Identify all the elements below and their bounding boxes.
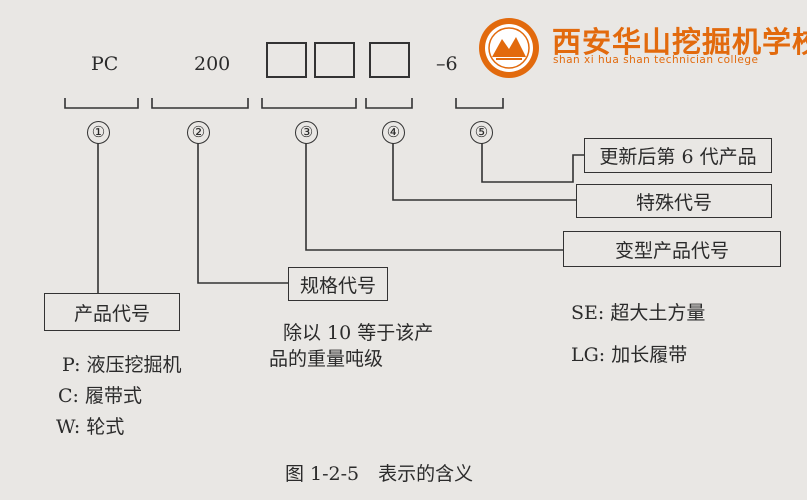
bracket-2 [151,98,249,109]
code-pc: PC [91,53,119,75]
box-variant-code: 变型产品代号 [563,231,781,267]
blank-box-3 [369,42,410,78]
school-emblem-icon [479,18,539,78]
figure-caption: 图 1-2-5 表示的含义 [285,463,474,485]
leader-4 [392,143,576,201]
product-note-c: C: 履带式 [58,385,142,407]
blank-box-2 [314,42,355,78]
leader-2 [197,143,288,284]
school-name: 西安华山挖掘机学校 [552,25,807,59]
blank-box-1 [266,42,307,78]
bracket-5 [455,98,504,109]
bracket-1 [64,98,139,109]
marker-2: ② [187,121,210,144]
code-suffix: –6 [436,53,458,75]
marker-1: ① [87,121,110,144]
box-special-code: 特殊代号 [576,184,772,218]
box-spec-code: 规格代号 [288,267,388,301]
product-note-p: P: 液压挖掘机 [62,354,182,376]
special-note-lg: LG: 加长履带 [571,344,688,366]
box-product-code: 产品代号 [44,293,180,331]
marker-4: ④ [382,121,405,144]
special-note-se: SE: 超大土方量 [571,302,706,324]
school-logo [478,17,540,79]
leader-3 [305,143,563,251]
leader-5 [481,143,584,183]
school-name-english: shan xi hua shan technician college [553,54,759,66]
product-note-w: W: 轮式 [56,416,125,438]
marker-5: ⑤ [470,121,493,144]
spec-note-line-2: 品的重量吨级 [269,348,384,370]
bracket-3 [261,98,357,109]
bracket-4 [365,98,413,109]
marker-3: ③ [295,121,318,144]
box-generation: 更新后第 6 代产品 [584,138,772,173]
code-200: 200 [194,53,231,75]
spec-note-line-1: 除以 10 等于该产 [283,322,434,344]
